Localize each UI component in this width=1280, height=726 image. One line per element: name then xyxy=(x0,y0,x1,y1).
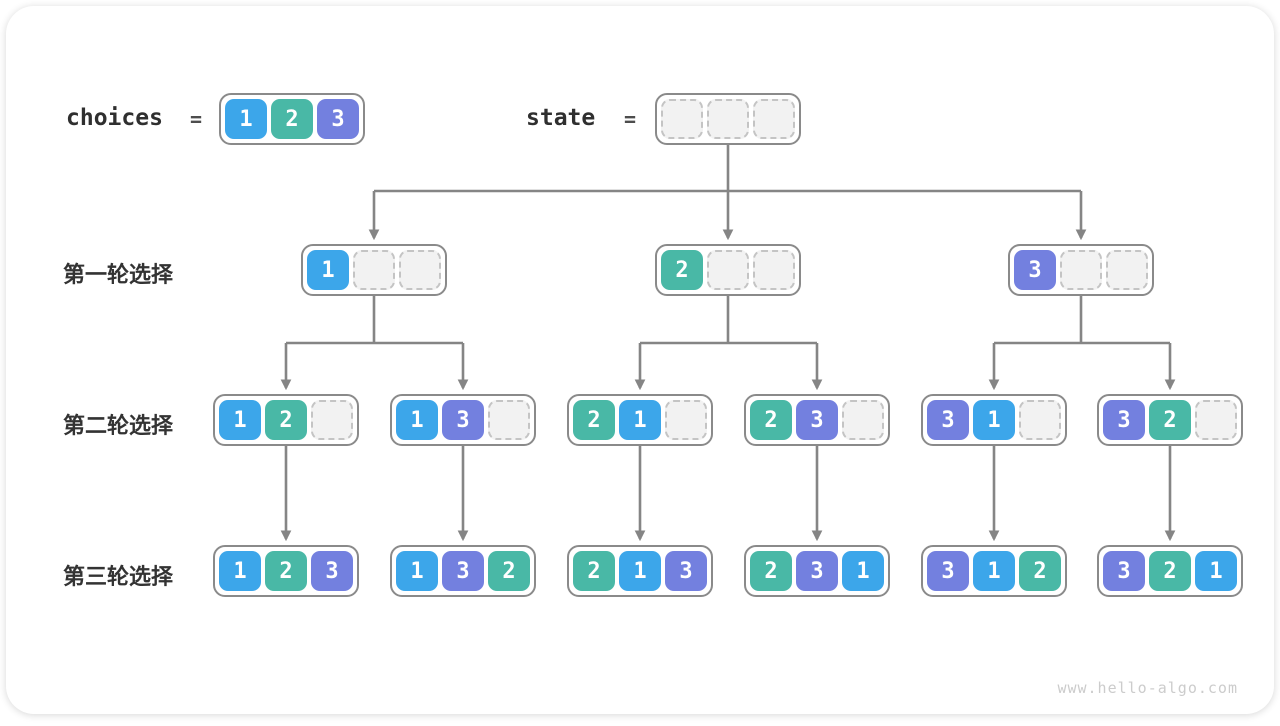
state-equals-sign: = xyxy=(624,107,636,131)
watermark-text: www.hello-algo.com xyxy=(1057,679,1238,697)
choices-equals-sign: = xyxy=(190,107,202,131)
array-cell-3: 3 xyxy=(796,551,838,591)
empty-cell xyxy=(665,400,707,440)
array-cell-1: 1 xyxy=(973,551,1015,591)
array-cell-3: 3 xyxy=(927,551,969,591)
array-cell-1: 1 xyxy=(219,551,261,591)
array-cell-1: 1 xyxy=(842,551,884,591)
array-cell-3: 3 xyxy=(927,400,969,440)
empty-cell xyxy=(399,250,441,290)
array-cell-2: 2 xyxy=(1019,551,1061,591)
empty-cell xyxy=(1195,400,1237,440)
array-cell-1: 1 xyxy=(307,250,349,290)
array-cell-3: 3 xyxy=(665,551,707,591)
array-cell-3: 3 xyxy=(1014,250,1056,290)
empty-cell xyxy=(661,99,703,139)
empty-cell xyxy=(707,99,749,139)
array-cell-2: 2 xyxy=(750,551,792,591)
empty-cell xyxy=(488,400,530,440)
array-cell-2: 2 xyxy=(265,400,307,440)
array-cell-2: 2 xyxy=(271,99,313,139)
array-cell-1: 1 xyxy=(619,551,661,591)
empty-cell xyxy=(842,400,884,440)
array-cell-1: 1 xyxy=(619,400,661,440)
array-cell-2: 2 xyxy=(1149,551,1191,591)
empty-cell xyxy=(311,400,353,440)
array-cell-3: 3 xyxy=(317,99,359,139)
choices-label: choices xyxy=(66,105,163,131)
empty-cell xyxy=(1019,400,1061,440)
array-cell-2: 2 xyxy=(661,250,703,290)
array-cell-1: 1 xyxy=(973,400,1015,440)
empty-cell xyxy=(753,250,795,290)
array-cell-2: 2 xyxy=(1149,400,1191,440)
array-cell-3: 3 xyxy=(1103,400,1145,440)
state-label: state xyxy=(526,105,595,131)
row-label-round-2: 第二轮选择 xyxy=(63,408,173,440)
array-cell-1: 1 xyxy=(1195,551,1237,591)
empty-cell xyxy=(753,99,795,139)
row-label-round-1: 第一轮选择 xyxy=(63,257,173,289)
tree-node-round1-2: 2 xyxy=(655,244,801,296)
array-cell-3: 3 xyxy=(442,551,484,591)
array-cell-2: 2 xyxy=(573,400,615,440)
array-cell-3: 3 xyxy=(1103,551,1145,591)
array-cell-1: 1 xyxy=(225,99,267,139)
array-cell-2: 2 xyxy=(750,400,792,440)
array-cell-2: 2 xyxy=(488,551,530,591)
array-cell-1: 1 xyxy=(219,400,261,440)
state-array xyxy=(655,93,801,145)
array-cell-3: 3 xyxy=(311,551,353,591)
row-label-round-3: 第三轮选择 xyxy=(63,559,173,591)
empty-cell xyxy=(707,250,749,290)
empty-cell xyxy=(1106,250,1148,290)
array-cell-1: 1 xyxy=(396,551,438,591)
array-cell-3: 3 xyxy=(442,400,484,440)
empty-cell xyxy=(353,250,395,290)
array-cell-1: 1 xyxy=(396,400,438,440)
array-cell-3: 3 xyxy=(796,400,838,440)
tree-node-round1-1: 1 xyxy=(301,244,447,296)
array-cell-2: 2 xyxy=(265,551,307,591)
empty-cell xyxy=(1060,250,1102,290)
array-cell-2: 2 xyxy=(573,551,615,591)
tree-node-round1-3: 3 xyxy=(1008,244,1154,296)
